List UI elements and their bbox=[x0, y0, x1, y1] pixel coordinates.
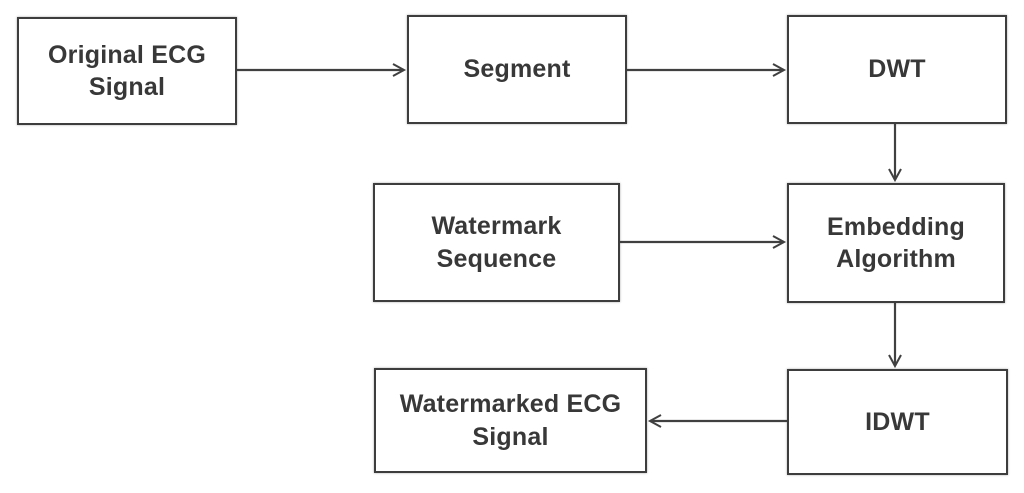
box-label-watermark-sequence: Watermark Sequence bbox=[431, 212, 562, 273]
box-label-embedding-algorithm: Embedding Algorithm bbox=[827, 212, 965, 274]
flowchart-box-dwt: DWT bbox=[787, 15, 1007, 124]
flowchart-box-watermarked-ecg-signal: Watermarked ECG Signal bbox=[374, 368, 647, 473]
flowchart-box-idwt: IDWT bbox=[787, 369, 1008, 475]
box-label-segment: Segment bbox=[463, 55, 571, 84]
flowchart-box-embedding-algorithm: Embedding Algorithm bbox=[787, 183, 1005, 303]
box-label-idwt: IDWT bbox=[865, 407, 930, 436]
flowchart-box-original-ecg-signal: Original ECG Signal bbox=[17, 17, 237, 125]
flowchart-box-watermark-sequence: Watermark Sequence bbox=[373, 183, 620, 302]
box-label-watermarked-ecg-signal: Watermarked ECG Signal bbox=[399, 390, 622, 451]
flowchart-box-segment: Segment bbox=[407, 15, 627, 124]
box-label-original-ecg-signal: Original ECG Signal bbox=[48, 40, 206, 102]
box-label-dwt: DWT bbox=[868, 55, 926, 84]
